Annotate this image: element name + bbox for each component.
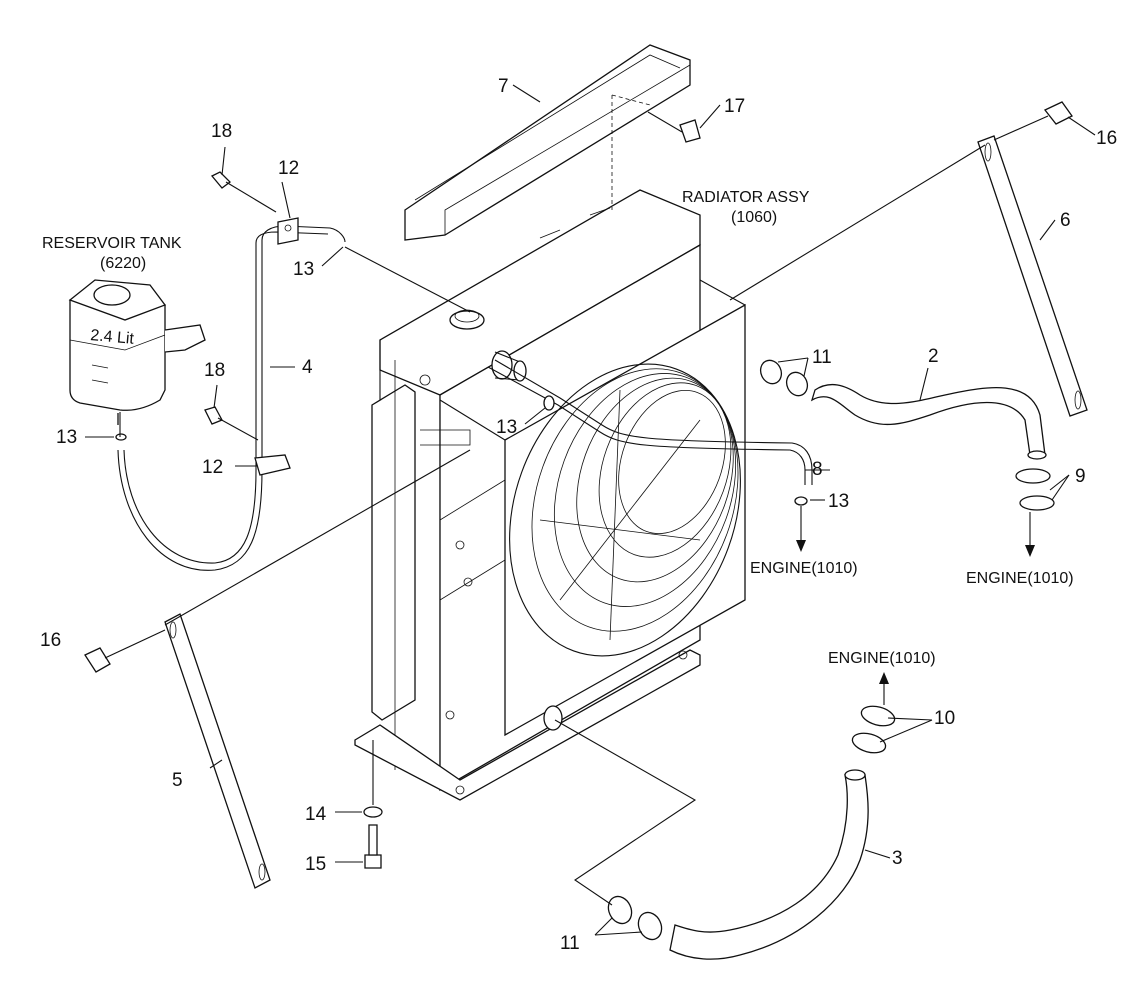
callout-2: 2 [928, 346, 939, 367]
callout-18-lower: 18 [204, 360, 225, 381]
callout-18-upper: 18 [211, 121, 232, 142]
callout-14: 14 [305, 804, 327, 825]
leader-lines [85, 84, 1096, 936]
reservoir-hose [117, 225, 346, 571]
bolt-18-upper [210, 171, 277, 213]
callout-10: 10 [934, 708, 955, 729]
bolt-16-right [993, 101, 1073, 141]
reservoir-tank-code: (6220) [100, 255, 146, 272]
clamp-12-upper [277, 217, 299, 245]
callout-15: 15 [305, 854, 326, 875]
assembly-labels: RESERVOIR TANK (6220) RADIATOR ASSY (106… [42, 189, 1074, 667]
callout-9: 9 [1075, 466, 1086, 487]
hose-part-2 [810, 383, 1047, 460]
callout-8: 8 [812, 459, 823, 480]
callout-3: 3 [892, 848, 903, 869]
stay-rod-part-5 [164, 613, 271, 889]
stay-rod-part-6 [977, 135, 1088, 417]
callout-5: 5 [172, 770, 183, 791]
fan-guard [509, 363, 741, 657]
callout-13-mid: 13 [496, 417, 517, 438]
callout-numbers: 7 17 16 18 12 13 6 4 18 11 2 13 13 12 8 … [40, 76, 1117, 954]
top-cover-part-7 [404, 44, 691, 241]
engine-ref-hose-8: ENGINE(1010) [750, 560, 858, 577]
hose-clamps-11-lower [607, 895, 663, 941]
hose-part-3 [669, 769, 869, 960]
callout-6: 6 [1060, 210, 1071, 231]
callout-16-left: 16 [40, 630, 61, 651]
hose-clamps-9 [1015, 468, 1055, 511]
radiator-assy-label: RADIATOR ASSY [682, 189, 810, 206]
engine-ref-hose-3: ENGINE(1010) [828, 650, 936, 667]
callout-12-upper: 12 [278, 158, 299, 179]
callout-13-upper: 13 [293, 259, 314, 280]
callout-12-lower: 12 [202, 457, 223, 478]
bolt-16-left [84, 629, 166, 673]
callout-7: 7 [498, 76, 509, 97]
hose-clamps-11-upper [759, 359, 809, 397]
radiator-assy-code: (1060) [731, 209, 777, 226]
callout-17: 17 [724, 96, 745, 117]
callout-4: 4 [302, 357, 313, 378]
callout-11-upper: 11 [812, 347, 832, 368]
washer-part-14 [363, 806, 383, 818]
callout-13-tank: 13 [56, 427, 77, 448]
radiator-assembly [354, 189, 746, 801]
reservoir-tank-label: RESERVOIR TANK [42, 235, 182, 252]
bolt-part-15 [364, 824, 382, 869]
hose-part-8 [487, 359, 813, 506]
reservoir-tank: 2.4 Lit [68, 279, 206, 441]
callout-16-right: 16 [1096, 128, 1117, 149]
callout-11-lower: 11 [560, 933, 580, 954]
callout-13-engine: 13 [828, 491, 849, 512]
clamp-12-lower [254, 454, 291, 476]
bolt-17 [647, 111, 701, 143]
bolt-18-lower [204, 406, 259, 441]
hose-clamps-10 [851, 705, 896, 754]
tank-mark-upper: 2.4 Lit [90, 327, 135, 348]
engine-ref-hose-2: ENGINE(1010) [966, 570, 1074, 587]
